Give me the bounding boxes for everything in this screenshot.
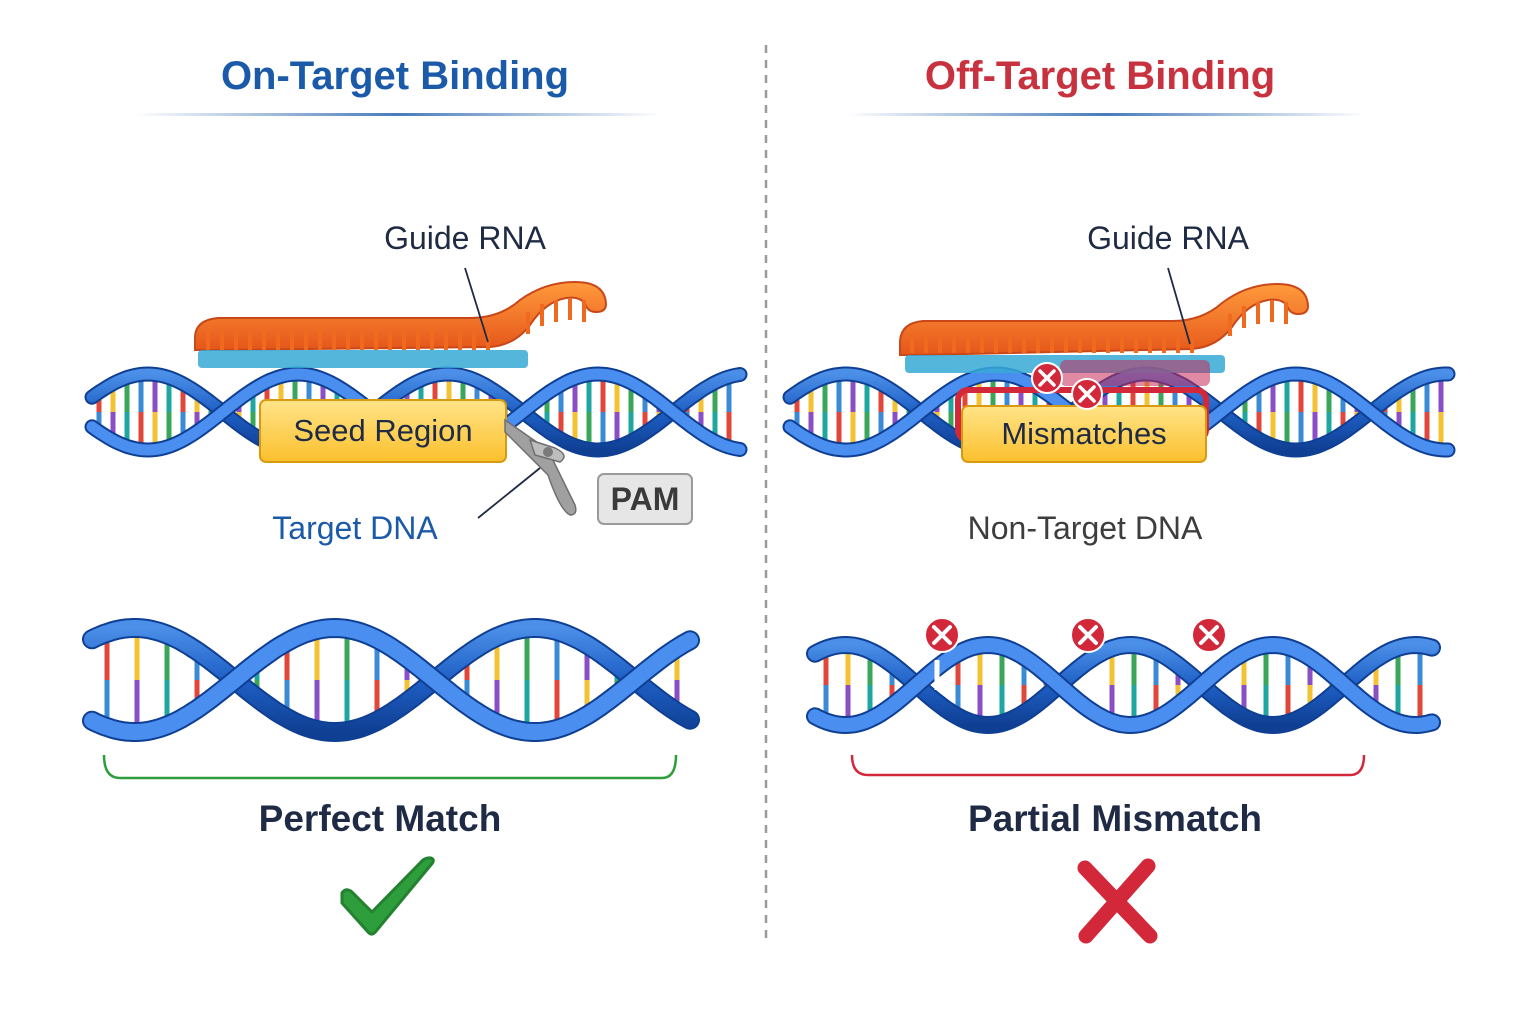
off-target-title: Off-Target Binding <box>924 54 1276 98</box>
right-guide-rna-bases <box>910 300 1288 353</box>
mismatch-marker-icon <box>1070 617 1106 653</box>
pam-label: PAM <box>610 480 680 517</box>
partial-mismatch-bracket <box>850 754 1366 777</box>
right-guide-rna <box>899 282 1310 356</box>
perfect-match-label: Perfect Match <box>258 798 502 839</box>
partial-mismatch-dna-helix <box>806 635 1441 735</box>
on-target-title: On-Target Binding <box>220 54 570 98</box>
mismatch-marker-icon <box>924 617 960 690</box>
checkmark-icon <box>340 856 435 936</box>
dna-strand <box>86 368 746 456</box>
target-dna-label: Target DNA <box>272 510 438 546</box>
dna-strand <box>84 620 698 741</box>
right-guide-rna-label: Guide RNA <box>1087 220 1249 256</box>
left-guide-rna-pointer <box>464 267 489 343</box>
left-title-underline <box>135 113 660 116</box>
non-target-dna-label: Non-Target DNA <box>967 510 1203 546</box>
pam-box <box>597 473 693 525</box>
mismatch-highlight <box>1060 360 1210 386</box>
left-guide-rna <box>194 280 608 351</box>
right-guide-rna-pointer <box>1167 267 1191 345</box>
mismatches-label: Mismatches <box>1001 416 1167 451</box>
cross-icon <box>1077 858 1158 944</box>
scissors-icon <box>477 418 577 519</box>
mismatch-marker-icon <box>1191 617 1227 653</box>
partial-mismatch-label: Partial Mismatch <box>967 798 1263 839</box>
left-guide-dna-duplex <box>198 350 528 368</box>
left-guide-rna-label: Guide RNA <box>384 220 546 256</box>
mismatch-marker-icon <box>1031 362 1063 394</box>
dna-strand <box>84 619 698 740</box>
perfect-match-bracket <box>102 754 678 780</box>
seed-region-label: Seed Region <box>293 413 473 448</box>
right-title-underline <box>845 113 1365 116</box>
perfect-match-dna-helix <box>82 617 700 743</box>
mismatch-marker-icon <box>1071 378 1103 410</box>
dna-strand <box>808 637 1439 733</box>
